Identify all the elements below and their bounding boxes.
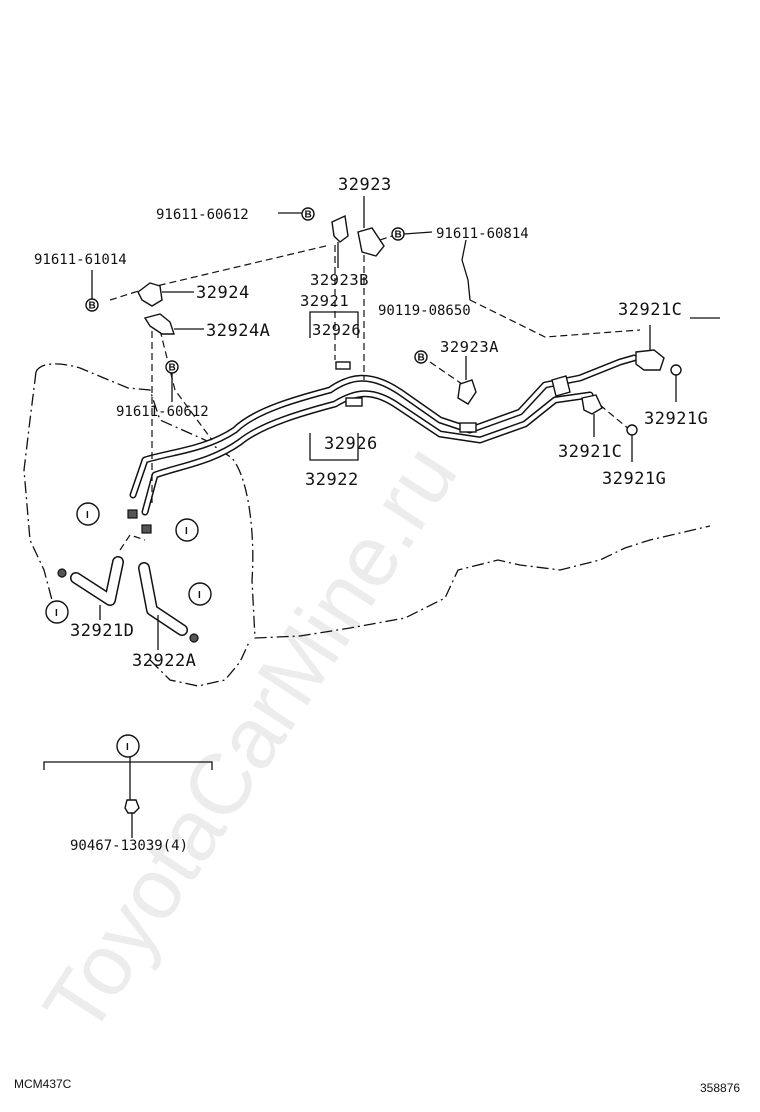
link-90119-to-clip — [429, 361, 463, 385]
leader-90119-wave — [461, 239, 471, 301]
label-32921c-top: 32921C — [618, 300, 682, 320]
label-32922a: 32922A — [132, 651, 196, 671]
hose-clip-icon-left[interactable] — [57, 568, 67, 578]
label-32921: 32921 — [300, 292, 349, 310]
link-32921c-gasket — [599, 404, 631, 431]
fuel-pipe-32921[interactable] — [129, 354, 638, 499]
svg-text:B: B — [169, 363, 176, 374]
bolt-symbol-60612-mid[interactable]: B — [165, 360, 179, 374]
label-32923b: 32923B — [310, 271, 369, 289]
label-90467-13039: 90467-13039(4) — [70, 838, 188, 854]
label-91611-60612-top: 91611-60612 — [156, 207, 249, 223]
hose-clip-icon-top-left[interactable] — [127, 509, 138, 519]
label-32923a: 32923A — [440, 338, 499, 356]
svg-text:I: I — [55, 608, 58, 619]
svg-text:B: B — [418, 353, 425, 364]
clip-symbol-left-top[interactable]: I — [76, 502, 100, 526]
bolt-symbol-60814[interactable]: B — [391, 227, 405, 241]
fitting-32921c-lower[interactable] — [581, 394, 603, 415]
bracket-pipe-clamp[interactable] — [551, 375, 571, 397]
hose-clip-icon-top-right[interactable] — [141, 524, 152, 534]
svg-text:I: I — [86, 510, 89, 521]
footer-left-code: MCM437C — [14, 1077, 72, 1091]
bracket-32923[interactable] — [357, 227, 385, 257]
svg-text:I: I — [185, 526, 188, 537]
label-32926-top: 32926 — [312, 321, 361, 339]
svg-text:B: B — [89, 301, 96, 312]
bolt-symbol-90119[interactable]: B — [414, 350, 428, 364]
label-32924a: 32924A — [206, 321, 270, 341]
vehicle-body-outline-left — [23, 371, 53, 601]
hose-32921d[interactable] — [70, 556, 124, 606]
svg-text:B: B — [305, 210, 312, 221]
hose-32922a[interactable] — [138, 562, 188, 636]
label-90119-08650: 90119-08650 — [378, 303, 471, 319]
bracket-32924a[interactable] — [143, 313, 175, 335]
clamp-pipe-joint[interactable] — [459, 422, 477, 433]
nut-90467-13039-icon[interactable] — [124, 799, 140, 814]
svg-text:I: I — [198, 590, 201, 601]
svg-text:B: B — [395, 230, 402, 241]
label-91611-61014: 91611-61014 — [34, 252, 127, 268]
gasket-32921g-upper[interactable] — [670, 364, 682, 376]
label-32921c-bottom: 32921C — [558, 442, 622, 462]
leader-60814 — [403, 231, 433, 235]
footer-right-code: 358876 — [700, 1081, 740, 1095]
hose-clip-icon-right[interactable] — [189, 633, 199, 643]
leader-90119 — [469, 299, 641, 338]
vehicle-body-outline — [35, 363, 711, 639]
clip-symbol-right-bottom[interactable]: I — [188, 582, 212, 606]
clamp-32926-lower[interactable] — [345, 397, 363, 407]
link-32924-to-bolt — [147, 244, 331, 289]
label-32921g-bottom: 32921G — [602, 469, 666, 489]
gasket-32921g-lower[interactable] — [626, 424, 638, 436]
vehicle-body-outline-bottom — [149, 639, 251, 687]
bolt-symbol-60612-top[interactable]: B — [301, 207, 315, 221]
clip-symbol-legend[interactable]: I — [116, 734, 140, 758]
bolt-symbol-61014[interactable]: B — [85, 298, 99, 312]
fitting-32921c-upper[interactable] — [635, 349, 665, 371]
bracket-32924[interactable] — [137, 282, 163, 307]
bracket-32923b[interactable] — [331, 214, 349, 243]
label-32922: 32922 — [305, 470, 359, 490]
clip-symbol-left-bottom[interactable]: I — [45, 600, 69, 624]
link-bracket-slant — [159, 329, 213, 441]
link-hose-pipe-left — [119, 534, 146, 551]
label-32924: 32924 — [196, 283, 250, 303]
group-bracket-legend — [43, 761, 213, 770]
svg-text:I: I — [126, 742, 129, 753]
clip-32923a[interactable] — [457, 379, 477, 405]
label-91611-60814: 91611-60814 — [436, 226, 529, 242]
fuel-pipe-32922[interactable] — [141, 390, 594, 516]
clamp-32926-upper[interactable] — [335, 361, 351, 370]
group-bracket-32922 — [309, 433, 359, 461]
label-32921d: 32921D — [70, 621, 134, 641]
label-32926-bottom: 32926 — [324, 434, 378, 454]
label-32923: 32923 — [338, 175, 392, 195]
group-bracket-32921 — [309, 311, 359, 338]
label-32921g-top: 32921G — [644, 409, 708, 429]
label-91611-60612-mid: 91611-60612 — [116, 404, 209, 420]
clip-symbol-right-top[interactable]: I — [175, 518, 199, 542]
